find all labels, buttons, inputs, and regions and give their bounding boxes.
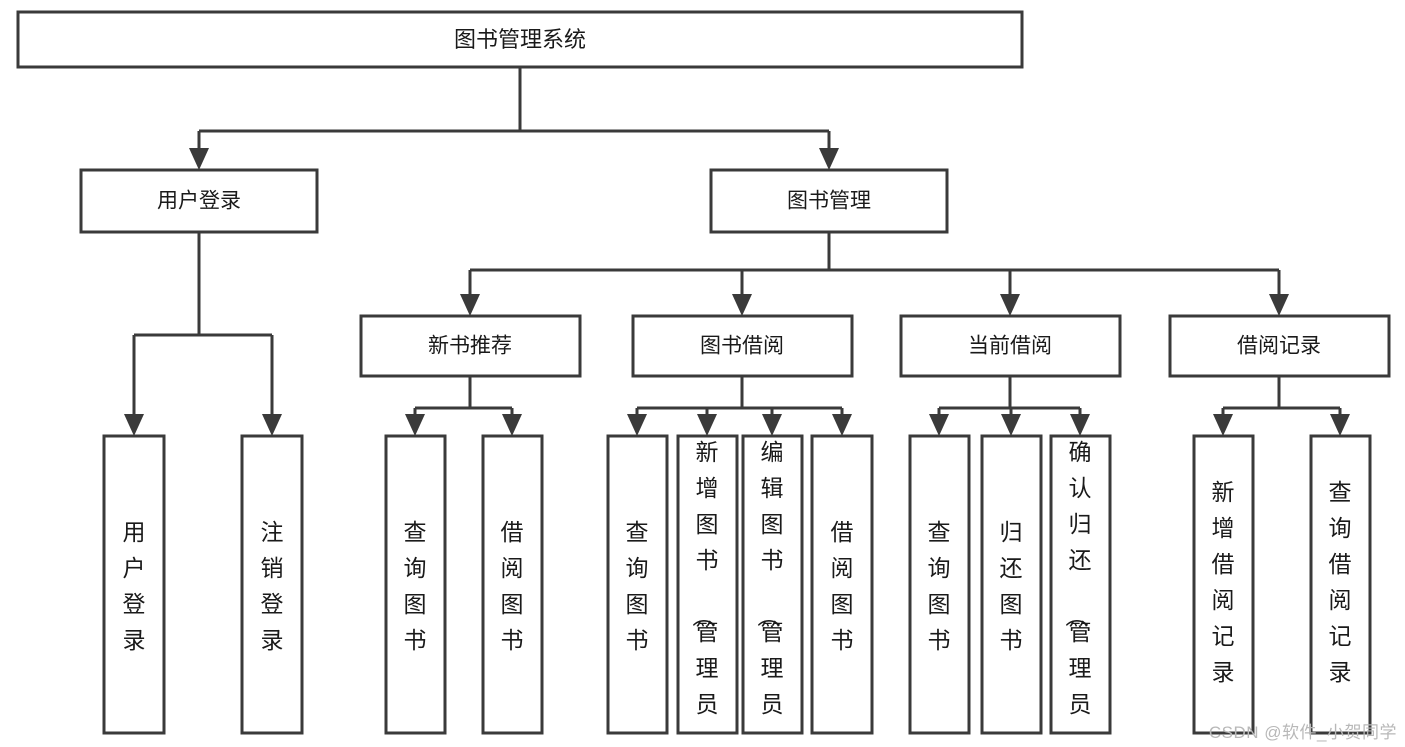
node-leaf-confirm-return-label: 确认归还（管理员） <box>1064 439 1092 747</box>
connector-group-root <box>189 67 839 170</box>
node-leaf-borrow-book-2-label: 借阅图书 <box>831 519 854 653</box>
arrow-to-current-borrow <box>1000 294 1020 316</box>
node-book-manage-box[interactable] <box>709 168 949 234</box>
node-leaf-add-record-label: 新增借阅记录 <box>1212 479 1235 685</box>
node-root-label: 图书管理系统 <box>454 27 586 52</box>
arrow-to-new-book-recommend <box>460 294 480 316</box>
node-leaf-edit-book-label: 编辑图书（管理员） <box>756 439 784 747</box>
node-leaf-query-record[interactable]: 查询借阅记录 <box>1309 434 1372 735</box>
node-leaf-add-book-label: 新增图书（管理员） <box>691 439 719 747</box>
node-leaf-confirm-return-box[interactable] <box>1049 434 1112 735</box>
node-leaf-query-record-box[interactable] <box>1309 434 1372 735</box>
arrow-to-leaf-query-book-2 <box>627 414 647 436</box>
node-leaf-borrow-book-2-box[interactable] <box>810 434 874 735</box>
node-current-borrow-box[interactable] <box>899 314 1122 378</box>
node-leaf-query-record-label: 查询借阅记录 <box>1329 479 1352 685</box>
connector-group-book-manage <box>460 232 1289 316</box>
node-leaf-query-book-3-box[interactable] <box>908 434 971 735</box>
node-borrow-record[interactable]: 借阅记录 <box>1168 314 1391 378</box>
node-leaf-return-book[interactable]: 归还图书 <box>980 434 1043 735</box>
node-leaf-query-book-1-box[interactable] <box>384 434 447 735</box>
connector-group-new-book-recommend <box>405 376 522 436</box>
node-leaf-add-record-box[interactable] <box>1192 434 1255 735</box>
node-leaf-user-login-label: 用户登录 <box>123 519 146 653</box>
connector-group-current-borrow <box>929 376 1090 436</box>
node-book-borrow-box[interactable] <box>631 314 854 378</box>
node-leaf-query-book-1-label: 查询图书 <box>404 519 427 653</box>
node-leaf-query-book-2-box[interactable] <box>606 434 669 735</box>
node-leaf-confirm-return[interactable]: 确认归还（管理员） <box>1049 434 1112 747</box>
node-borrow-record-box[interactable] <box>1168 314 1391 378</box>
node-book-manage-label: 图书管理 <box>787 190 871 213</box>
node-root[interactable]: 图书管理系统 <box>16 10 1024 69</box>
node-borrow-record-label: 借阅记录 <box>1237 335 1321 358</box>
node-leaf-return-book-label: 归还图书 <box>1000 519 1023 653</box>
node-new-book-recommend-label: 新书推荐 <box>428 335 512 358</box>
node-book-manage[interactable]: 图书管理 <box>709 168 949 234</box>
node-leaf-add-book-box[interactable] <box>676 434 739 735</box>
node-leaf-query-book-3[interactable]: 查询图书 <box>908 434 971 735</box>
node-leaf-edit-book-box[interactable] <box>741 434 804 735</box>
connector-group-borrow-record <box>1213 376 1350 436</box>
node-leaf-logout-login-box[interactable] <box>240 434 304 735</box>
node-leaf-edit-book[interactable]: 编辑图书（管理员） <box>741 434 804 747</box>
node-book-borrow[interactable]: 图书借阅 <box>631 314 854 378</box>
arrow-to-leaf-confirm-return <box>1070 414 1090 436</box>
node-leaf-user-login-box[interactable] <box>102 434 166 735</box>
arrow-to-book-manage <box>819 148 839 170</box>
arrow-to-leaf-edit-book <box>762 414 782 436</box>
connector-group-book-borrow <box>627 376 852 436</box>
node-leaf-logout-login[interactable]: 注销登录 <box>240 434 304 735</box>
arrow-to-leaf-query-book-3 <box>929 414 949 436</box>
node-leaf-logout-login-label: 注销登录 <box>261 519 284 653</box>
node-current-borrow-label: 当前借阅 <box>968 335 1052 358</box>
node-book-borrow-label: 图书借阅 <box>700 335 784 358</box>
node-user-login-label: 用户登录 <box>157 190 241 213</box>
arrow-to-leaf-borrow-book-2 <box>832 414 852 436</box>
node-leaf-borrow-book-2[interactable]: 借阅图书 <box>810 434 874 735</box>
arrow-to-leaf-add-book <box>697 414 717 436</box>
node-leaf-query-book-2-label: 查询图书 <box>626 519 649 653</box>
arrow-to-leaf-return-book <box>1001 414 1021 436</box>
arrow-to-leaf-query-record <box>1330 414 1350 436</box>
node-leaf-borrow-book-1-label: 借阅图书 <box>501 519 524 653</box>
arrow-to-leaf-logout-login <box>262 414 282 436</box>
node-user-login[interactable]: 用户登录 <box>79 168 319 234</box>
node-new-book-recommend[interactable]: 新书推荐 <box>359 314 582 378</box>
node-user-login-box[interactable] <box>79 168 319 234</box>
node-leaf-add-record[interactable]: 新增借阅记录 <box>1192 434 1255 735</box>
node-leaf-query-book-3-label: 查询图书 <box>928 519 951 653</box>
arrow-to-user-login <box>189 148 209 170</box>
connector-group-user-login <box>124 232 282 436</box>
node-leaf-query-book-1[interactable]: 查询图书 <box>384 434 447 735</box>
arrow-to-leaf-user-login <box>124 414 144 436</box>
arrow-to-book-borrow <box>732 294 752 316</box>
node-current-borrow[interactable]: 当前借阅 <box>899 314 1122 378</box>
arrow-to-leaf-borrow-book-1 <box>502 414 522 436</box>
node-new-book-recommend-box[interactable] <box>359 314 582 378</box>
arrow-to-borrow-record <box>1269 294 1289 316</box>
node-leaf-user-login[interactable]: 用户登录 <box>102 434 166 735</box>
arrow-to-leaf-query-book-1 <box>405 414 425 436</box>
node-leaf-borrow-book-1-box[interactable] <box>481 434 544 735</box>
node-leaf-query-book-2[interactable]: 查询图书 <box>606 434 669 735</box>
node-leaf-add-book[interactable]: 新增图书（管理员） <box>676 434 739 747</box>
node-root-box[interactable] <box>16 10 1024 69</box>
node-leaf-borrow-book-1[interactable]: 借阅图书 <box>481 434 544 735</box>
arrow-to-leaf-add-record <box>1213 414 1233 436</box>
node-leaf-return-book-box[interactable] <box>980 434 1043 735</box>
